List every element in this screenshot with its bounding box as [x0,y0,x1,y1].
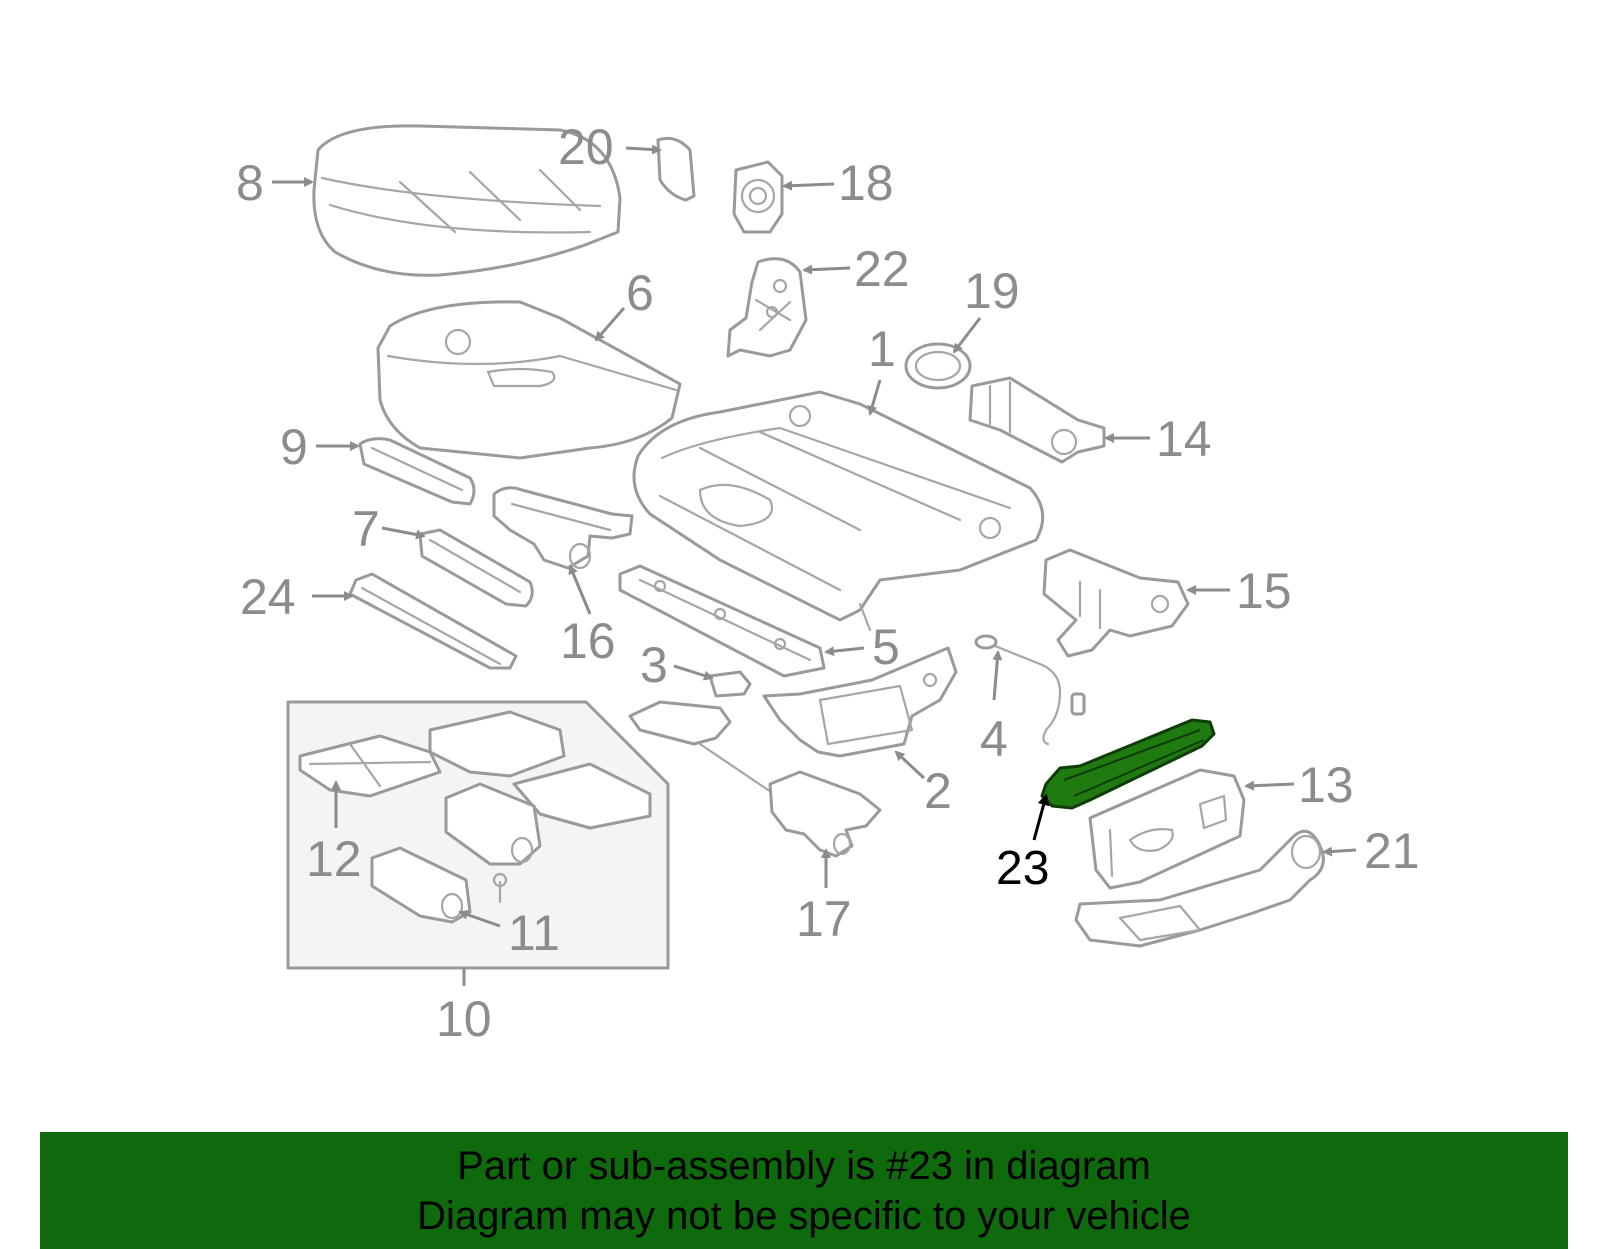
part-20-trim-cap[interactable] [656,136,696,202]
part-17-release-handle[interactable] [628,700,882,858]
part-22-side-bracket[interactable] [726,257,808,358]
part-2-bracket[interactable] [762,646,958,758]
part-15-motor[interactable] [1042,548,1190,658]
callout-6: 6 [626,265,654,321]
part-7-trim-strip[interactable] [418,528,534,608]
callout-14: 14 [1156,411,1212,467]
part-14-motor[interactable] [968,376,1106,464]
part-8-cushion-cover[interactable] [312,124,622,277]
callout-22: 22 [854,241,910,297]
part-11-actuator[interactable] [370,782,542,924]
part-3-cap[interactable] [708,670,752,698]
part-6-cushion-foam[interactable] [376,300,682,460]
part-4-cable[interactable] [974,634,1086,746]
callout-3: 3 [640,637,668,693]
callout-20: 20 [558,119,614,175]
banner-line-disclaimer: Diagram may not be specific to your vehi… [417,1193,1191,1238]
callout-21: 21 [1364,823,1420,879]
callout-12: 12 [306,831,362,887]
callout-1: 1 [868,321,896,377]
info-banner: Part or sub-assembly is #23 in diagram D… [40,1132,1568,1249]
callout-10: 10 [436,991,492,1047]
part-23-highlighted-trim[interactable] [1040,718,1216,810]
part-13-switch-panel[interactable] [1088,768,1246,890]
banner-line-part: Part or sub-assembly is #23 in diagram [457,1143,1151,1188]
callout-11: 11 [508,905,560,961]
part-18-bezel[interactable] [732,160,784,234]
callout-23-highlighted: 23 [996,842,1049,895]
callout-4: 4 [980,711,1008,767]
part-1-seat-frame[interactable] [632,390,1045,632]
callout-18: 18 [838,155,894,211]
callout-labels: 8 20 18 22 6 19 1 14 9 7 16 24 5 15 3 4 … [236,119,1420,1047]
callout-2: 2 [924,763,952,819]
callout-7: 7 [352,501,380,557]
callout-5: 5 [872,619,900,675]
callout-17: 17 [796,891,852,947]
part-9-trim-strip[interactable] [358,437,476,506]
callout-9: 9 [280,419,308,475]
part-19-ring[interactable] [904,342,972,390]
callout-16: 16 [560,613,616,669]
callout-24: 24 [240,569,296,625]
leader-lines [272,144,1357,928]
callout-19: 19 [964,263,1020,319]
callout-8: 8 [236,155,264,211]
callout-15: 15 [1236,563,1292,619]
part-5-seat-rail[interactable] [618,564,826,678]
callout-13: 13 [1298,757,1354,813]
part-16-adjuster-arm[interactable] [492,486,634,570]
